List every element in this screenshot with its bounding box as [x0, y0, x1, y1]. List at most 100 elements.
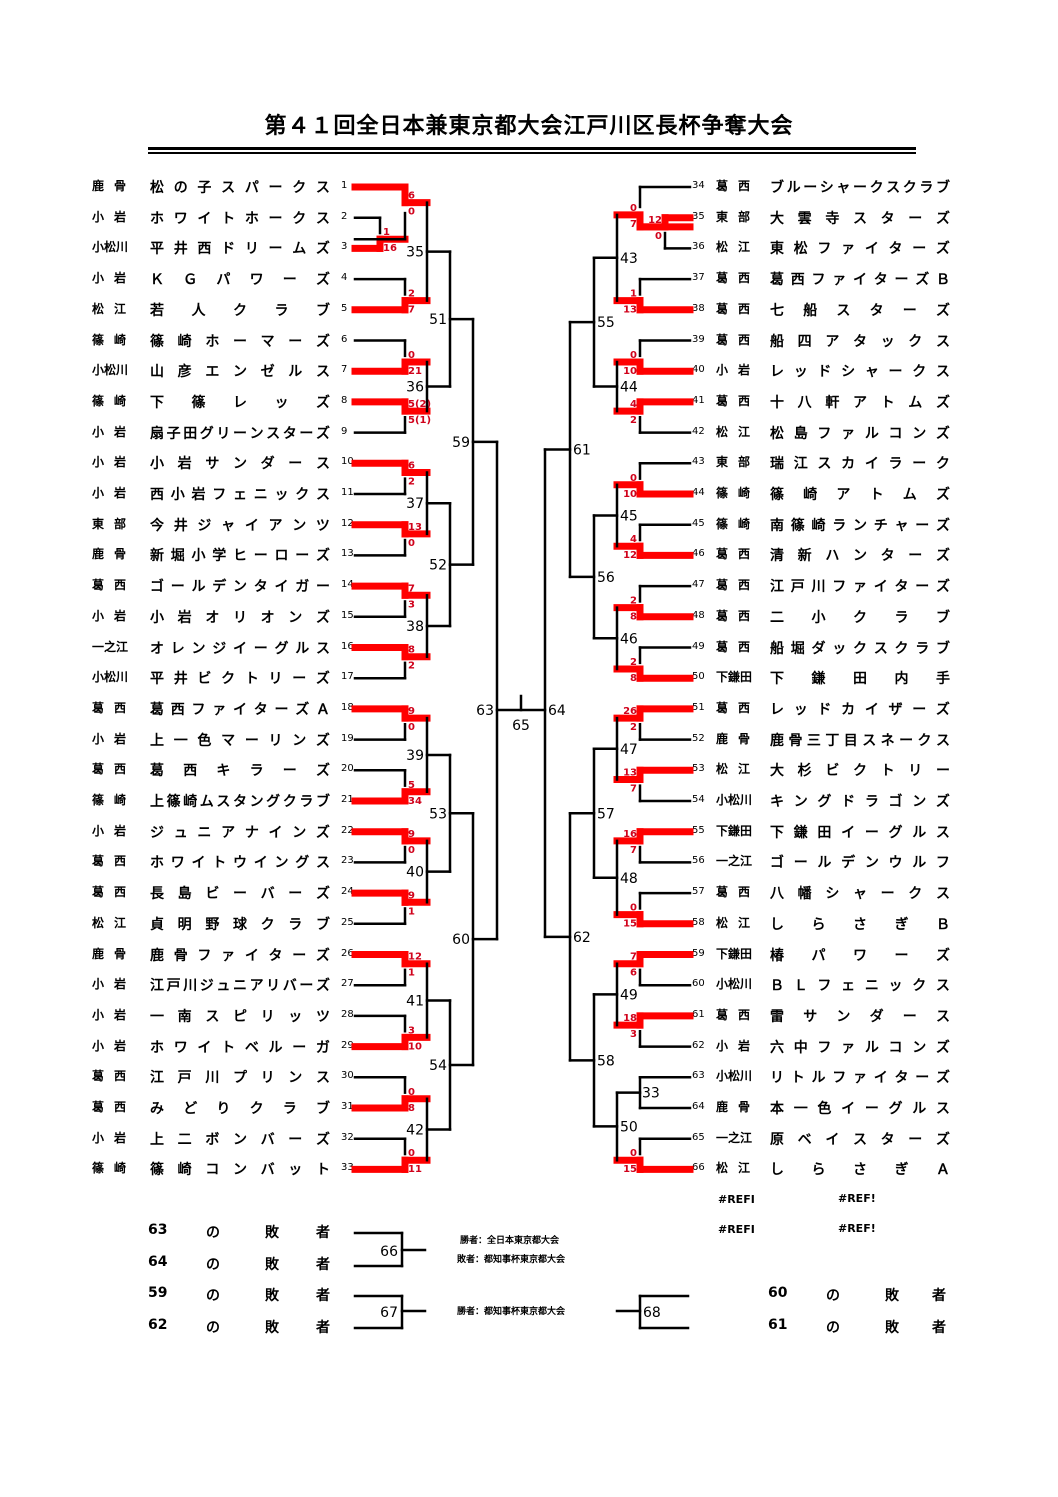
winner-note: 勝者：全日本東京都大会 [460, 1236, 560, 1246]
team-name: 大雲寺スターズ [770, 210, 950, 227]
team-region: 一之江 [92, 639, 129, 654]
team-region: 小岩 [92, 823, 137, 838]
team-region: 東部 [716, 209, 761, 224]
team-region: 一之江 [716, 1130, 753, 1145]
team-region: 葛西 [716, 700, 761, 715]
team-region: 小岩 [92, 731, 137, 746]
team-region: 葛西 [92, 885, 137, 900]
game-number: 38 [406, 619, 424, 635]
team-region: 葛西 [716, 1007, 761, 1022]
game-number: 53 [429, 806, 447, 822]
loser-game-number: 59 [148, 1285, 168, 1301]
game-number: 62 [573, 930, 591, 946]
team-name: 若人クラブ [150, 302, 330, 319]
team-name: 八幡シャークス [770, 886, 950, 903]
score-top: 12 [648, 215, 662, 226]
team-name: 船四アタックス [770, 333, 950, 350]
score-bottom: 0 [408, 207, 415, 218]
team-region: 松江 [716, 1161, 761, 1176]
team-region: 小岩 [92, 608, 137, 623]
game-number: 44 [620, 380, 638, 396]
score-bottom: 15 [623, 919, 637, 930]
score-top: 2 [630, 657, 637, 668]
team-seed: 59 [692, 947, 705, 959]
team-region: 小松川 [92, 670, 129, 685]
winner-note: 勝者：都知事杯東京都大会 [457, 1307, 566, 1317]
team-region: 下鎌田 [716, 823, 753, 838]
score-bottom: 5(1) [408, 415, 431, 426]
score-bottom: 0 [408, 845, 415, 856]
team-name: 清新ハンターズ [770, 548, 950, 565]
game-number: 39 [406, 748, 424, 764]
team-region: 小岩 [92, 455, 137, 470]
team-seed: 22 [341, 824, 354, 836]
loser-label: 者 [932, 1320, 946, 1336]
score-bottom: 8 [408, 1103, 415, 1114]
team-name: 西小岩フェニックス [150, 487, 330, 503]
team-seed: 66 [692, 1162, 705, 1174]
team-seed: 15 [341, 609, 354, 621]
team-region: 葛西 [716, 393, 761, 408]
score-top: 0 [408, 350, 415, 361]
team-region: 小岩 [92, 1038, 137, 1053]
loser-label: 者 [316, 1288, 330, 1304]
game-number: 64 [548, 703, 566, 719]
loser-label: 者 [932, 1288, 946, 1304]
team-region: 葛西 [92, 700, 137, 715]
game-number: 41 [406, 994, 424, 1010]
score-bottom: 6 [630, 968, 637, 979]
loser-label: 敗 [265, 1320, 279, 1336]
team-region: 小岩 [92, 209, 137, 224]
loser-label: の [206, 1257, 220, 1273]
team-seed: 33 [341, 1162, 354, 1174]
team-name: 鹿骨三丁目スネークス [770, 732, 950, 749]
team-region: 葛西 [716, 885, 761, 900]
score-top: 13 [623, 768, 637, 779]
score-top: 13 [408, 522, 422, 533]
game-number: 61 [573, 443, 591, 459]
team-seed: 23 [341, 855, 354, 867]
team-seed: 14 [341, 579, 354, 591]
team-region: 葛西 [716, 578, 761, 593]
score-top: 26 [623, 706, 637, 717]
team-seed: 49 [692, 640, 705, 652]
team-name: ホワイトベルーガ [150, 1039, 330, 1056]
team-seed: 34 [692, 180, 705, 191]
score-top: 2 [408, 289, 415, 300]
team-name: 本一色イーグルス [770, 1101, 950, 1117]
team-region: 葛西 [92, 762, 137, 777]
team-name: ホワイトホークス [150, 210, 330, 227]
score-top: 6 [408, 461, 415, 472]
score-top: 18 [623, 1013, 637, 1024]
team-seed: 58 [692, 916, 705, 928]
team-region: 葛西 [92, 578, 137, 593]
game-number: 37 [406, 496, 424, 512]
team-seed: 38 [692, 302, 705, 314]
title-underline [148, 147, 916, 150]
score-bottom: 10 [408, 1041, 422, 1052]
score-bottom: 10 [623, 489, 637, 500]
team-region: 松江 [92, 301, 137, 316]
team-region: 小岩 [92, 977, 137, 992]
team-region: 篠崎 [716, 516, 761, 531]
team-name: 大杉ビクトリー [770, 763, 950, 780]
score-top: 5(2) [408, 399, 431, 410]
team-region: 小松川 [716, 1069, 753, 1084]
score-top: 4 [630, 399, 637, 410]
team-seed: 62 [692, 1039, 705, 1051]
team-region: 鹿骨 [92, 946, 137, 961]
team-seed: 35 [692, 210, 705, 222]
game-number: 58 [597, 1053, 615, 1069]
team-seed: 28 [341, 1008, 354, 1020]
team-name: 雷サンダース [770, 1008, 950, 1025]
team-seed: 54 [692, 794, 705, 805]
team-region: 小岩 [92, 486, 137, 500]
team-region: 松江 [716, 424, 761, 439]
team-name: レッドシャークス [770, 364, 950, 381]
team-seed: 52 [692, 732, 705, 744]
team-seed: 30 [341, 1070, 354, 1082]
team-name: キングドラゴンズ [770, 794, 950, 810]
team-seed: 42 [692, 425, 705, 437]
